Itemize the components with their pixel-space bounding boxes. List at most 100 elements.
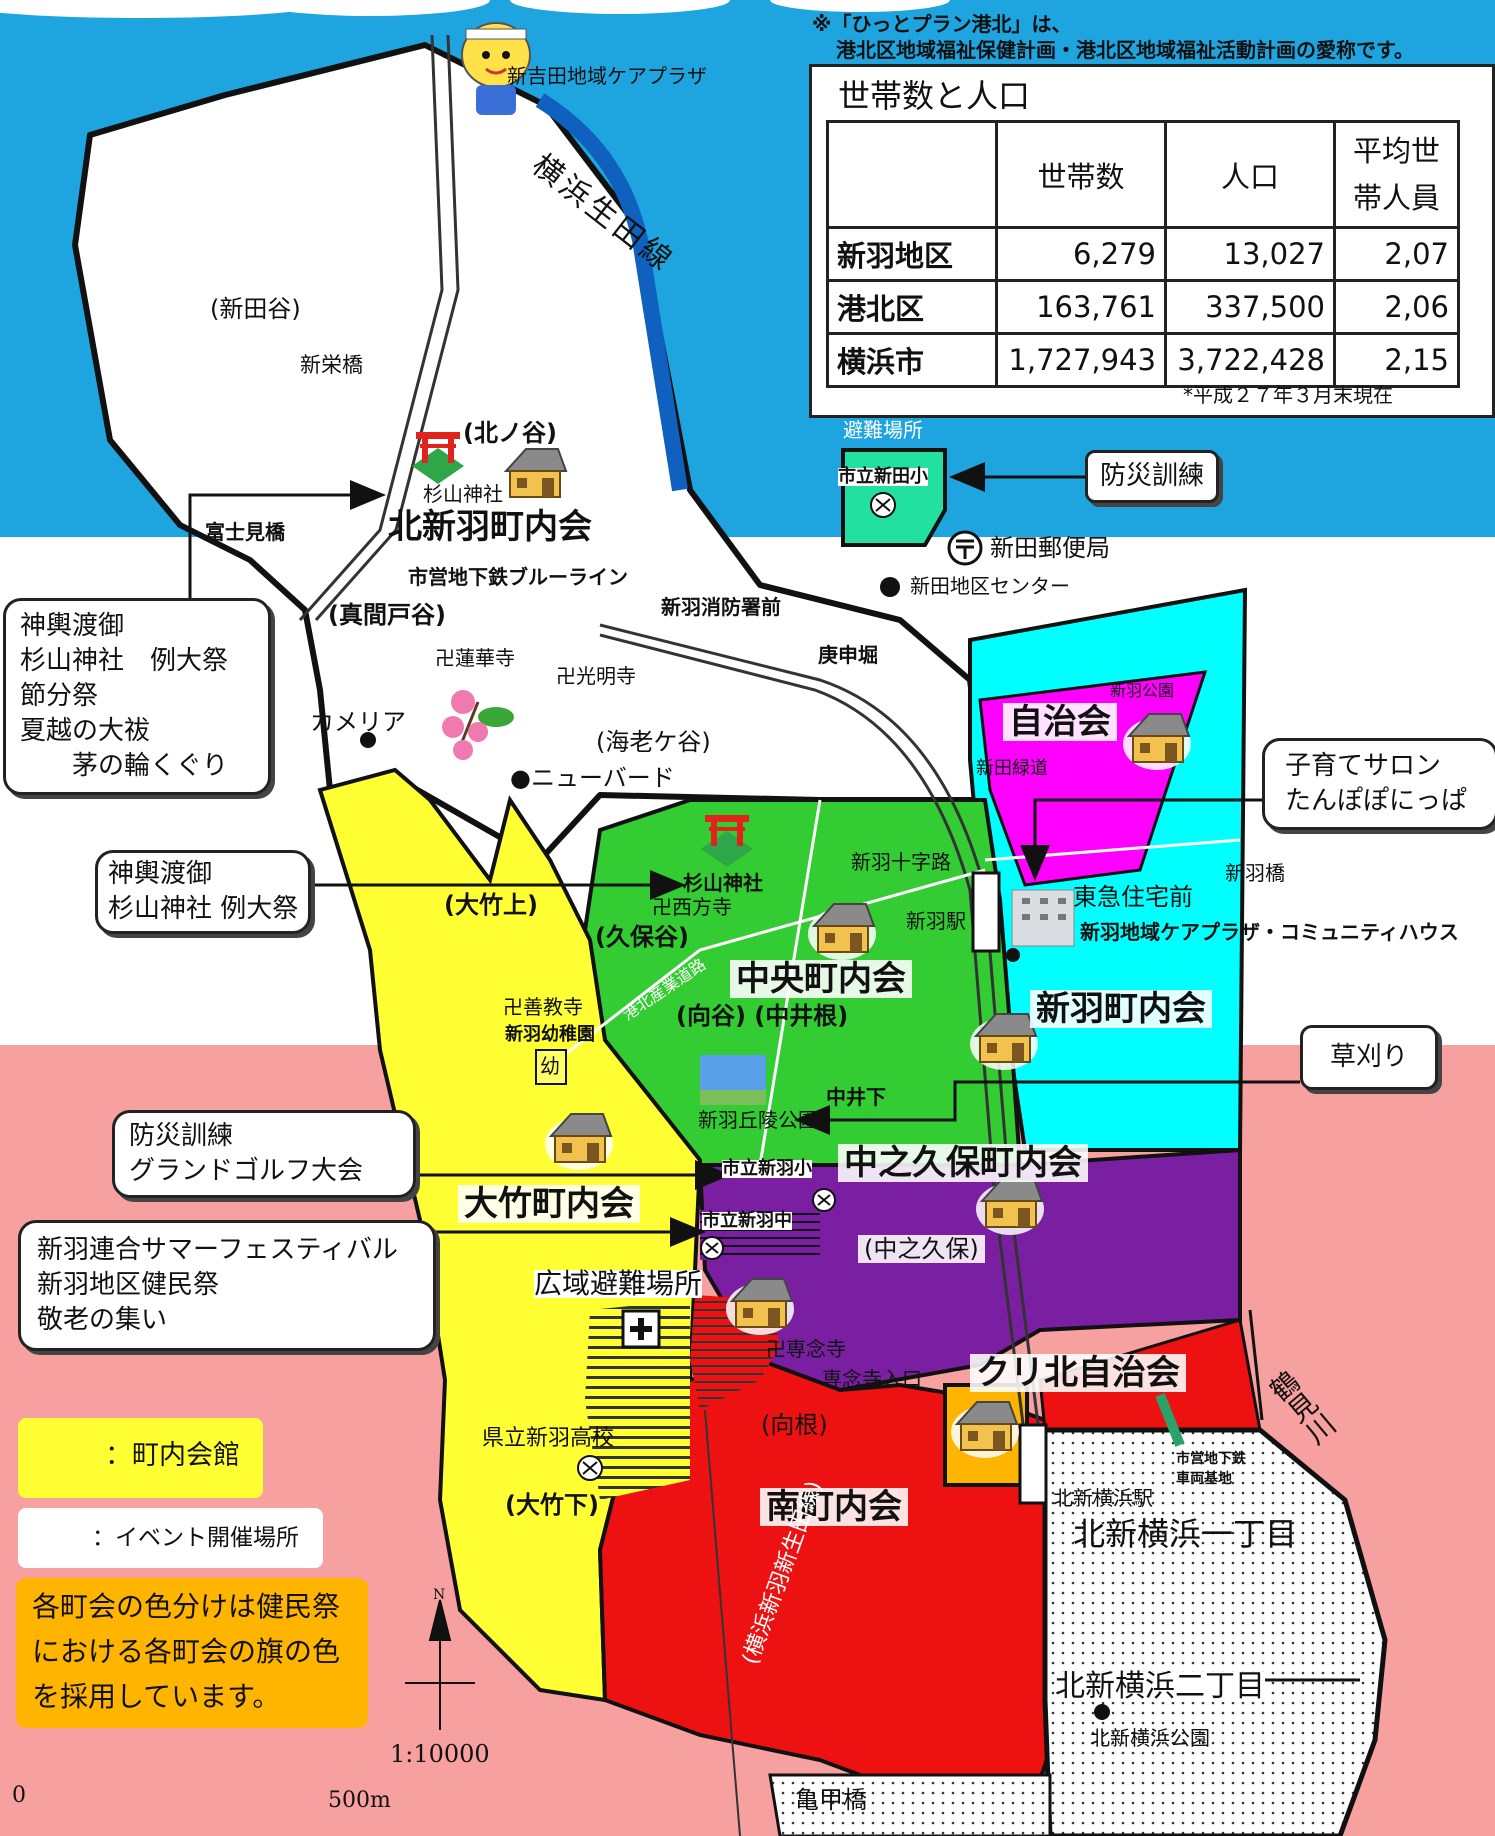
north-label: N: [433, 1587, 446, 1603]
label-otakekami: (大竹上): [444, 891, 538, 919]
label-nippa-elem: 市立新羽小: [722, 1158, 812, 1179]
th-blank: [826, 120, 998, 229]
depot-track: [1155, 1393, 1185, 1447]
mascot-label: 新吉田地域ケアプラザ: [507, 64, 707, 88]
legend-note-box: [16, 1578, 368, 1728]
label-nippa-high: 県立新羽高校: [482, 1426, 615, 1451]
legend-hall: [18, 1418, 263, 1498]
label-evacuation-site: 避難場所: [843, 418, 923, 442]
label-otakeshita: (大竹下): [505, 1491, 599, 1519]
label-nitta-ryokudo: 新田緑道: [976, 758, 1048, 779]
label-nittaya: (新田谷): [210, 295, 301, 323]
label-nippa-hill-park: 新羽丘陵公園: [698, 1108, 818, 1132]
label-nippa-jujiro: 新羽十字路: [851, 850, 951, 874]
label-kamenokobashi: 亀甲橋: [795, 1786, 867, 1814]
kitashinyoko-park-dot: [1094, 1704, 1110, 1720]
district-kitashinyoko2: 北新横浜二丁目: [1055, 1669, 1265, 1704]
table-row: 港北区 163,761 337,500 2,06: [826, 279, 1460, 335]
scale-zero: 0: [12, 1783, 26, 1808]
district-jichikai: 自治会: [1003, 703, 1117, 741]
label-fire-station: 新羽消防署前: [661, 595, 781, 619]
label-ebigaya: (海老ケ谷): [596, 728, 711, 756]
label-kitanoya: (北ノ谷): [463, 419, 557, 447]
label-kitashinyoko-park: 北新横浜公園: [1090, 1726, 1210, 1750]
kitashinyokohama-area: [1042, 1427, 1388, 1836]
yokohama-ikuta-line-road: [535, 93, 688, 492]
event-box-summer-fest: 新羽連合サマーフェスティバル 新羽地区健民祭 敬老の集い: [18, 1220, 436, 1352]
care-plaza-dot: [1006, 948, 1020, 962]
label-care-plaza: 新羽地域ケアプラザ・コミュニティハウス: [1080, 920, 1459, 944]
sakura-flower-icon: [442, 690, 514, 760]
district-kitashinyoko1: 北新横浜一丁目: [1073, 1515, 1298, 1553]
event-box-kusakari: 草刈り: [1300, 1025, 1438, 1091]
th-population: 人口: [1164, 120, 1336, 229]
label-mamadoya: (真間戸谷): [328, 601, 446, 629]
nitta-school-symbol-icon: [870, 492, 896, 518]
tsurumi-river-line: [1248, 1309, 1264, 1421]
label-fujimibashi: 富士見橋: [205, 520, 285, 544]
north-arrow-icon: [405, 1599, 475, 1730]
kameko-bashi-area: [768, 1773, 1052, 1836]
label-saihoji: 卍西方寺: [652, 895, 732, 919]
camellia-dot: [360, 732, 376, 748]
district-nakanokubo: 中之久保町内会: [838, 1144, 1088, 1182]
population-title: 世帯数と人口: [838, 77, 1031, 115]
event-box-bousai-right: 防災訓練: [1085, 450, 1220, 504]
th-average: 平均世 帯人員: [1333, 120, 1460, 229]
label-kuboya: (久保谷): [595, 923, 689, 951]
kitashinyoko-station-mark: [1018, 1423, 1048, 1505]
hospital-cross-icon: [621, 1309, 661, 1349]
label-camellia: カメリア: [310, 708, 406, 736]
label-blue-line: 市営地下鉄ブルーライン: [408, 565, 628, 589]
note-line2: 港北区地域福祉保健計画・港北区地域福祉活動計画の愛称です。: [836, 38, 1414, 62]
table-row: 新羽地区 6,279 13,027 2,07: [826, 226, 1460, 282]
nippa-high-symbol-icon: [577, 1455, 603, 1481]
label-mukone: (向根): [761, 1411, 828, 1439]
event-box-sugiyama-small: 神輿渡御 杉山神社 例大祭: [95, 850, 312, 935]
label-nakanokubo-area: (中之久保): [858, 1235, 985, 1263]
label-nippabashi: 新羽橋: [1225, 861, 1285, 885]
table-row: 横浜市 1,727,943 3,722,428 2,15: [826, 332, 1460, 388]
otake-hatched-area: [585, 1300, 690, 1500]
label-sennenji: 卍専念寺: [766, 1337, 846, 1361]
label-nitta-center: 新田地区センター: [910, 574, 1070, 598]
label-rengeji: 卍蓮華寺: [435, 646, 515, 670]
label-nitta-elem: 市立新田小: [838, 466, 928, 487]
label-tokyu-jutaku: 東急住宅前: [1073, 883, 1193, 911]
label-sugiyama-shrine-south: 杉山神社: [683, 871, 763, 895]
nitta-center-dot: [880, 577, 900, 597]
label-nippa-jhs: 市立新羽中: [702, 1210, 792, 1231]
note-line1: ※「ひっとプラン港北」は、: [812, 12, 1072, 36]
label-nippa-station: 新羽駅: [906, 909, 966, 933]
label-newbird: ●ニューバード: [510, 764, 675, 792]
scale-distance: 500m: [328, 1788, 391, 1813]
nitta-school-area: [841, 448, 947, 547]
label-koshinbori: 庚申堀: [818, 643, 878, 667]
label-kitashinyoko-station: 北新横浜駅: [1053, 1486, 1153, 1510]
care-plaza-building-icon: [1011, 889, 1075, 947]
scale-ratio: 1:10000: [390, 1740, 490, 1768]
label-sugiyama-shrine-north: 杉山神社: [423, 482, 503, 506]
label-depot-1: 市営地下鉄: [1176, 1451, 1246, 1467]
shinnippa-road: [704, 1409, 741, 1836]
event-box-sugiyama-big: 神輿渡御 杉山神社 例大祭 節分祭 夏越の大祓 茅の輪くぐり: [3, 598, 271, 796]
population-footnote: *平成２７年３月末現在: [1183, 383, 1393, 407]
legend-event-label: ：イベント開催場所: [92, 1525, 299, 1551]
post-office-icon: [947, 530, 983, 566]
label-nakaishita: 中井下: [826, 1085, 886, 1109]
label-nitta-post: 新田郵便局: [990, 534, 1110, 562]
event-box-bousai-golf: 防災訓練 グランドゴルフ大会: [112, 1110, 416, 1199]
district-chuo: 中央町内会: [730, 960, 912, 998]
label-komyoji: 卍光明寺: [556, 664, 636, 688]
label-zenkyoji: 卍善教寺: [503, 995, 583, 1019]
label-sennenji-iriguchi: 専念寺入口: [822, 1367, 922, 1391]
population-table: 世帯数 人口 平均世 帯人員 新羽地区 6,279 13,027 2,07 港北…: [826, 120, 1460, 388]
district-kitanippa: 北新羽町内会: [388, 507, 592, 547]
district-minami: 南町内会: [760, 1488, 908, 1526]
district-kurikita: クリ北自治会: [970, 1354, 1186, 1392]
mascot-icon: [461, 22, 531, 115]
label-depot-2: 車両基地: [1176, 1471, 1232, 1487]
nippa-station-mark: [971, 871, 1001, 953]
legend-note: 各町会の色分けは健民祭 における各町会の旗の色 を採用しています。: [32, 1590, 341, 1713]
